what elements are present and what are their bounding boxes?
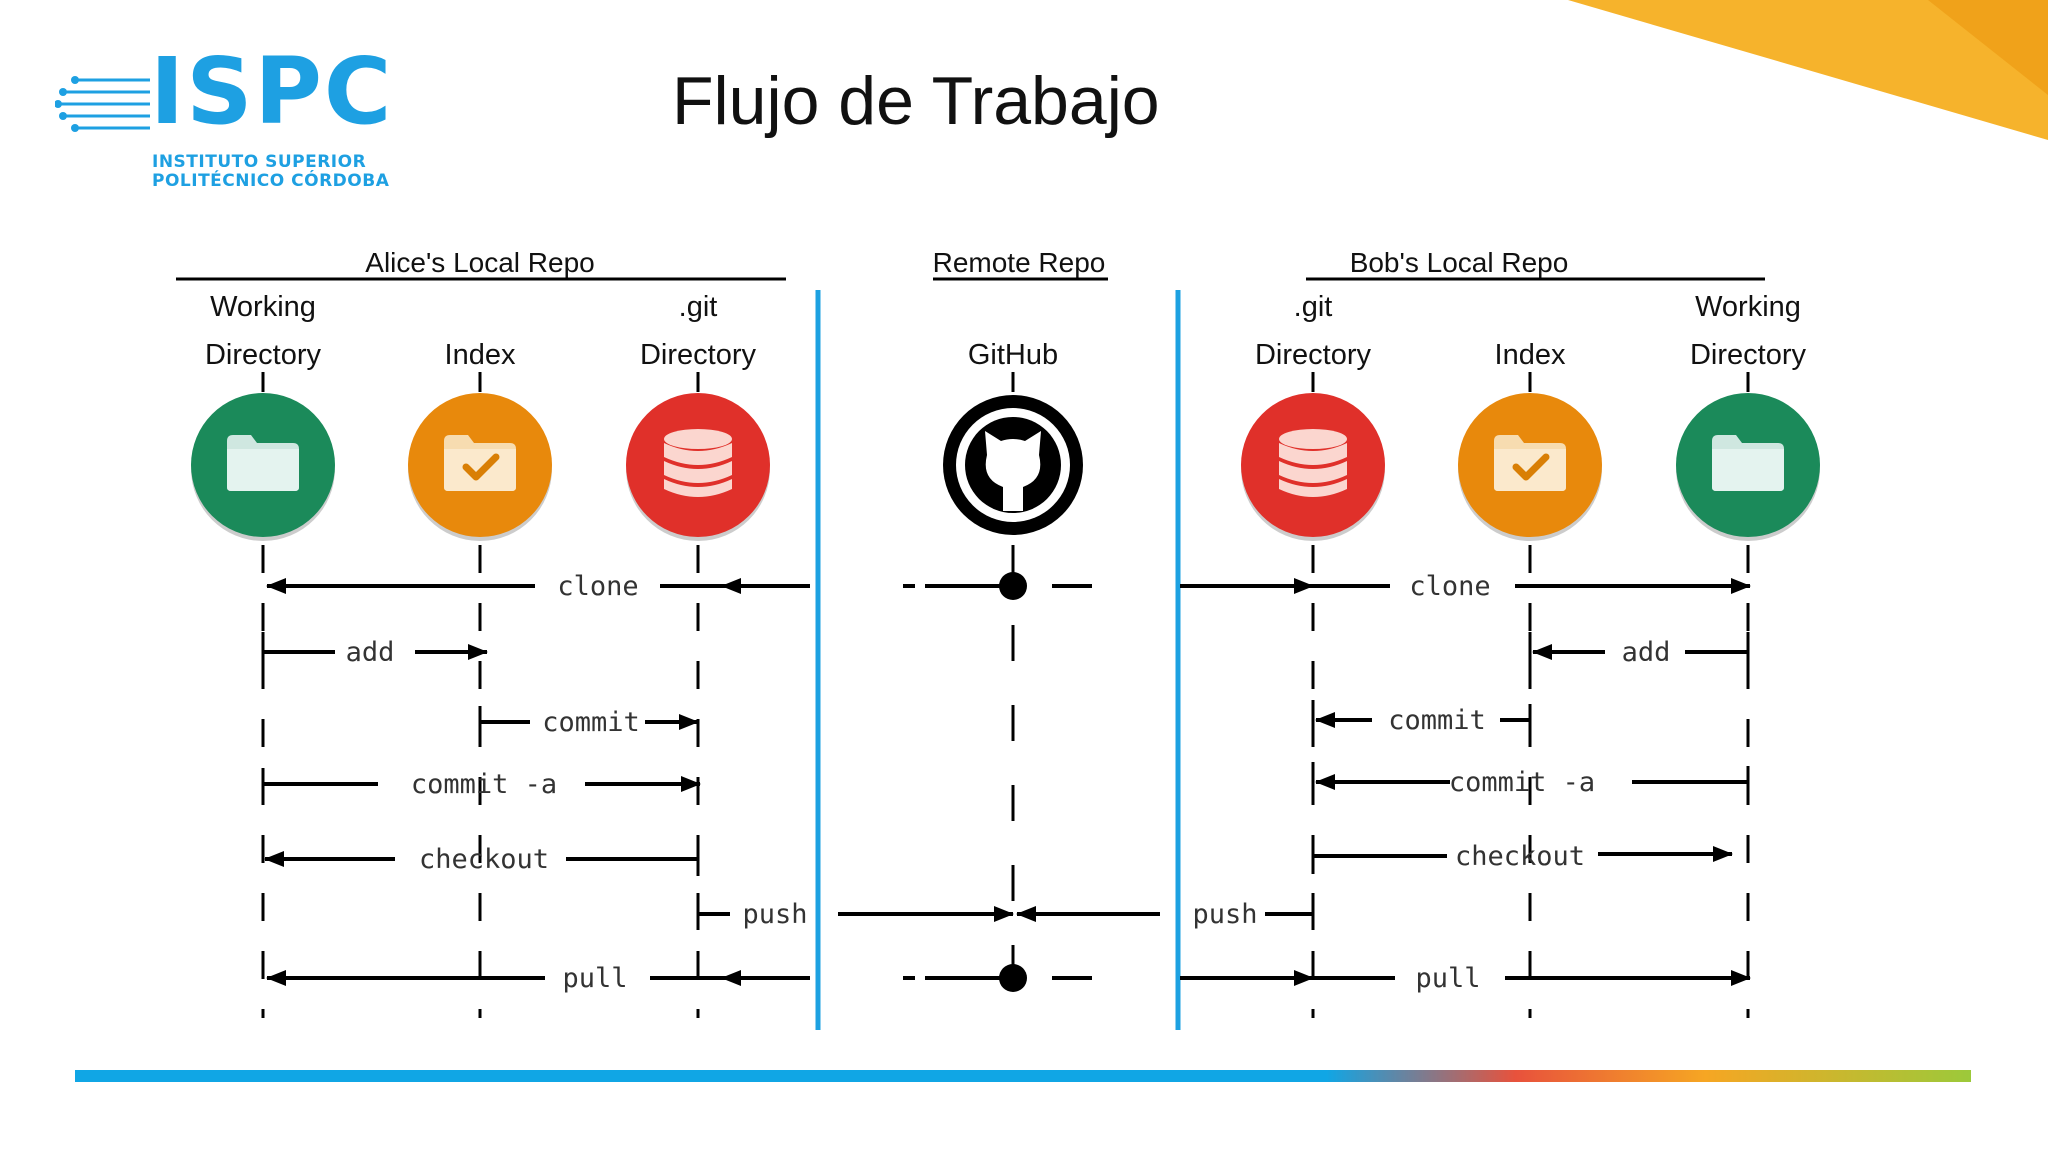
ispc-logo: ISPC INSTITUTO SUPERIOR POLITÉCNICO CÓRD… <box>55 46 395 195</box>
section-remote-label: Remote Repo <box>933 247 1106 278</box>
col-bob_git-label: Directory <box>1255 339 1372 371</box>
col-alice_wd-label-top: Working <box>210 291 316 323</box>
col-alice_git-label-top: .git <box>679 291 718 323</box>
alice-working-dir-icon-glyph <box>227 435 299 491</box>
remote-pull-dot <box>999 964 1027 992</box>
bob-pull-label: pull <box>1415 963 1480 994</box>
alice-checkout-label: checkout <box>419 844 549 875</box>
bob-commit-label: commit <box>1388 705 1486 736</box>
alice-commit-a-label: commit -a <box>411 769 557 800</box>
col-alice_index-label: Index <box>445 339 516 371</box>
alice-clone-label: clone <box>557 571 638 602</box>
col-bob_git-label-top: .git <box>1294 291 1333 323</box>
slide-title: Flujo de Trabajo <box>672 63 1160 139</box>
bob-commit-a-label: commit -a <box>1449 767 1595 798</box>
circuit-lines-icon <box>55 76 150 132</box>
col-alice_git-label: Directory <box>640 339 757 371</box>
bob-index-icon-glyph <box>1494 435 1566 491</box>
bottom-accent-bar <box>75 1070 1971 1082</box>
alice-push-label: push <box>742 899 807 930</box>
alice-index-icon-glyph <box>444 435 516 491</box>
alice-pull-label: pull <box>562 963 627 994</box>
github-octocat-icon <box>985 431 1041 511</box>
alice-commit-label: commit <box>542 707 640 738</box>
bob-add-label: add <box>1622 637 1671 668</box>
col-bob_index-label: Index <box>1495 339 1566 371</box>
section-bob-label: Bob's Local Repo <box>1350 247 1569 278</box>
logo-line1: INSTITUTO SUPERIOR <box>152 152 367 172</box>
bob-working-dir-icon-glyph <box>1712 435 1784 491</box>
corner-decoration <box>1568 0 2048 140</box>
col-alice_wd-label: Directory <box>205 339 322 371</box>
bob-push-label: push <box>1192 899 1257 930</box>
section-alice-label: Alice's Local Repo <box>365 247 594 278</box>
bob-clone-label: clone <box>1409 571 1490 602</box>
col-bob_wd-label-top: Working <box>1695 291 1801 323</box>
col-bob_wd-label: Directory <box>1690 339 1807 371</box>
logo-brand: ISPC <box>150 38 394 145</box>
logo-line2: POLITÉCNICO CÓRDOBA <box>152 171 390 191</box>
col-github-label: GitHub <box>968 339 1058 371</box>
remote-clone-dot <box>999 572 1027 600</box>
alice-add-label: add <box>346 637 395 668</box>
bob-checkout-label: checkout <box>1455 841 1585 872</box>
